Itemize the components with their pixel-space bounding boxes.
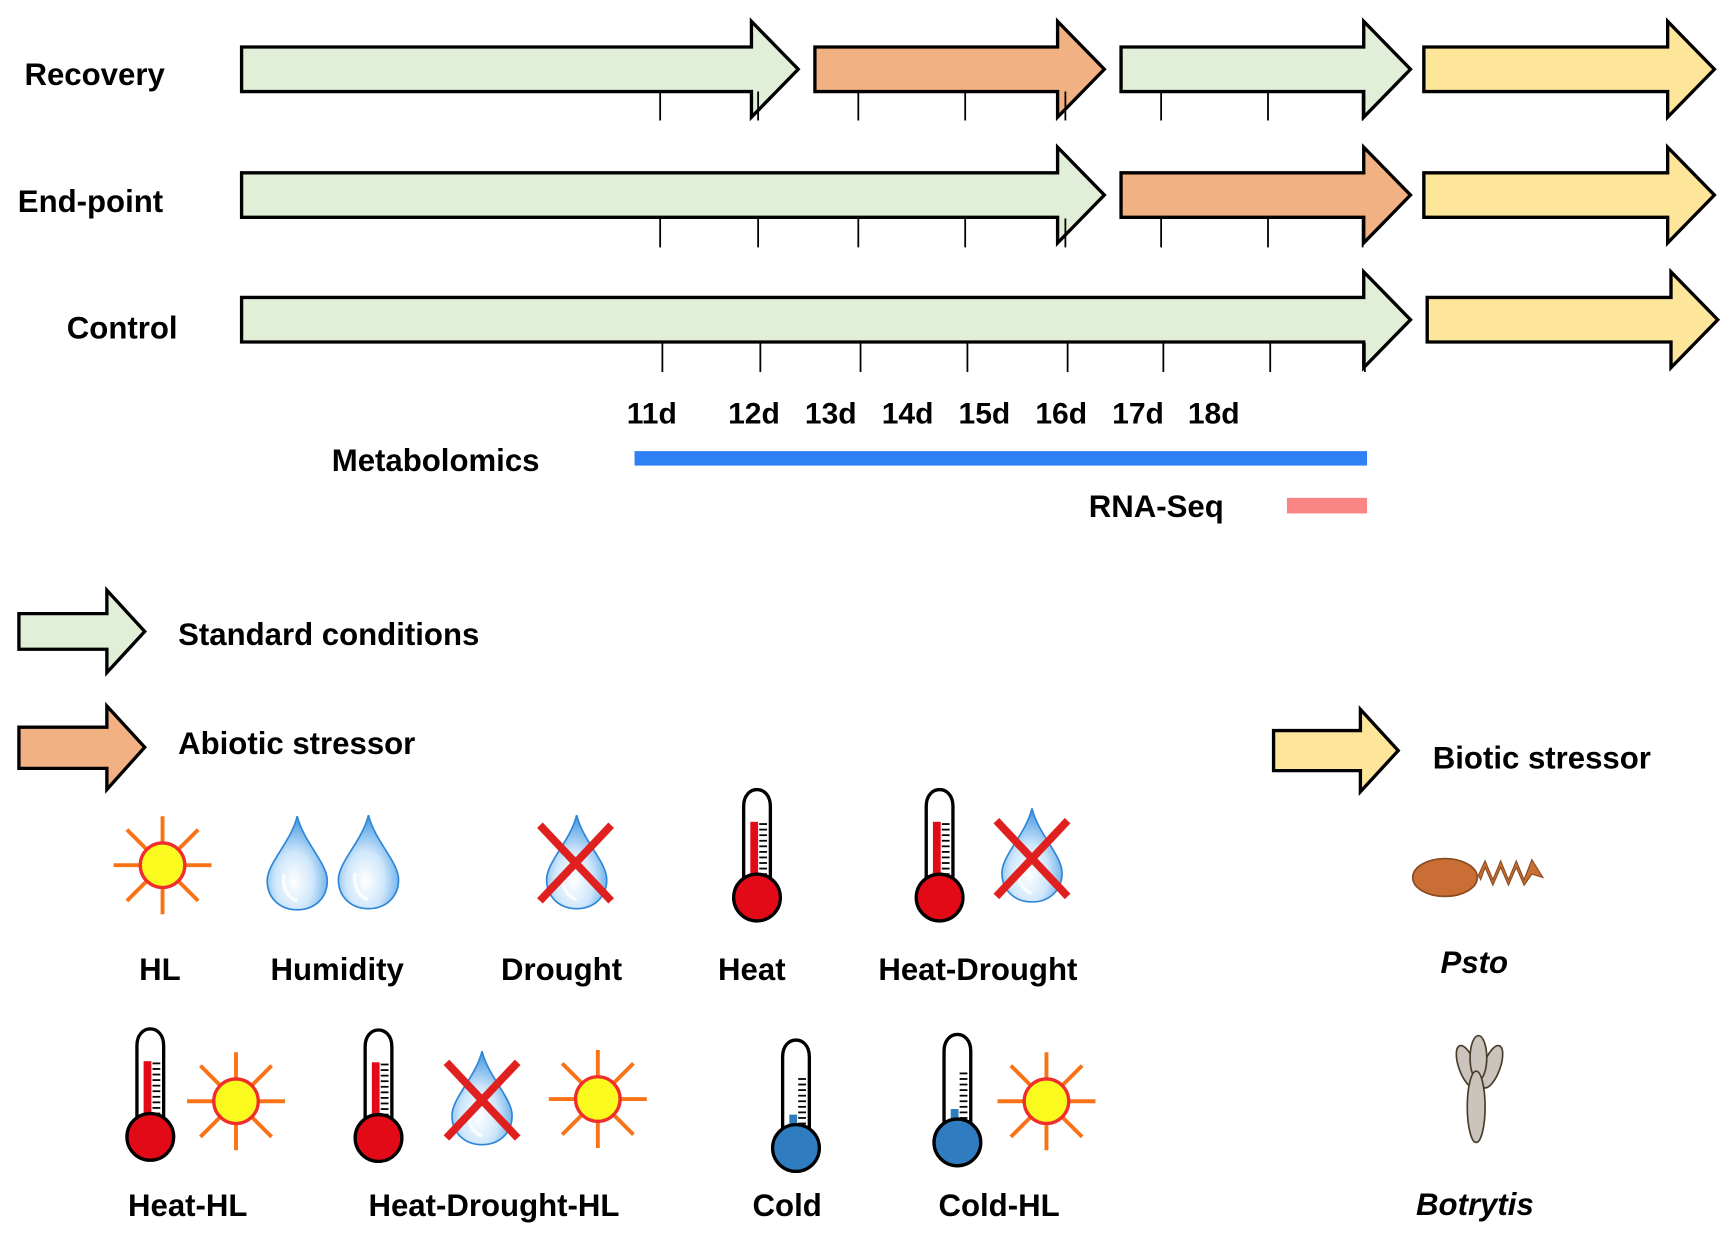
bacterium-icon [1411,857,1545,898]
timeline-ticks [659,91,1366,373]
arrow-control-biotic-1 [1425,267,1721,372]
day-label-11d: 11d [627,397,677,430]
legend-label-standard: Standard conditions [178,617,479,652]
hot-thermometer-icon [353,1028,404,1164]
row-label-end-point: End-point [18,184,163,219]
arrow-recovery-standard-0 [239,17,801,122]
condition-label-cold-hl: Cold-HL [938,1188,1059,1223]
metabolomics-bar [634,451,1368,466]
day-label-13d: 13d [805,397,857,430]
condition-label-hl: HL [139,952,181,987]
arrow-recovery-abiotic-1 [813,17,1107,122]
condition-hl: HL [111,814,214,987]
timeline-arrows [239,17,1721,372]
condition-label-heat: Heat [718,952,786,987]
water-drop-icon [336,813,401,911]
condition-psto: Psto [1411,857,1545,980]
condition-heat: Heat [718,787,786,987]
day-labels: 11d 12d 13d 14d 15d 16d 17d 18d [627,397,1240,430]
sun-icon [546,1048,649,1150]
condition-cold: Cold [753,1038,822,1223]
condition-label-heat-drought-hl: Heat-Drought-HL [368,1188,619,1223]
rnaseq-label: RNA-Seq [1089,489,1224,524]
day-label-17d: 17d [1112,397,1164,430]
condition-heat-drought: Heat-Drought [878,787,1077,987]
day-label-18d: 18d [1188,397,1240,430]
day-label-14d: 14d [882,397,934,430]
condition-label-botrytis: Botrytis [1416,1187,1534,1222]
cold-thermometer-icon [932,1032,983,1168]
condition-label-heat-drought: Heat-Drought [878,952,1077,987]
arrow-end-point-biotic-2 [1422,143,1717,248]
condition-humidity: Humidity [265,813,405,987]
condition-label-humidity: Humidity [271,952,405,987]
fungal-spores-icon [1455,1034,1504,1144]
sun-icon [111,814,214,917]
arrow-control-standard-0 [239,267,1413,372]
arrow-end-point-abiotic-1 [1119,143,1413,248]
condition-label-drought: Drought [501,952,622,987]
arrow-end-point-standard-0 [239,143,1107,248]
legend-label-abiotic: Abiotic stressor [178,726,415,761]
legend-arrow-abiotic [17,701,147,794]
rnaseq-bar [1286,497,1368,514]
condition-label-cold: Cold [753,1188,822,1223]
water-drop-icon [265,814,329,912]
legend-arrow-standard [17,585,147,677]
hot-thermometer-icon [914,787,965,923]
row-label-recovery: Recovery [24,57,165,92]
hot-thermometer-icon [125,1027,176,1162]
condition-heat-hl: Heat-HL [125,1027,287,1223]
day-label-16d: 16d [1035,397,1087,430]
arrow-recovery-standard-2 [1119,17,1413,122]
arrow-recovery-biotic-3 [1422,17,1717,122]
row-label-control: Control [67,311,178,346]
condition-label-heat-hl: Heat-HL [128,1188,247,1223]
condition-label-psto: Psto [1441,945,1509,980]
legend-arrow-biotic [1271,705,1401,797]
condition-drought: Drought [501,813,622,987]
metabolomics-label: Metabolomics [332,443,540,478]
sun-icon [995,1050,1098,1153]
cold-thermometer-icon [770,1038,822,1174]
condition-botrytis: Botrytis [1416,1034,1534,1222]
hot-thermometer-icon [731,787,783,923]
day-label-15d: 15d [959,397,1011,430]
legend-label-biotic: Biotic stressor [1433,740,1651,775]
day-label-12d: 12d [728,397,780,430]
condition-cold-hl: Cold-HL [932,1032,1098,1223]
condition-heat-drought-hl: Heat-Drought-HL [353,1028,649,1223]
sun-icon [185,1050,287,1153]
